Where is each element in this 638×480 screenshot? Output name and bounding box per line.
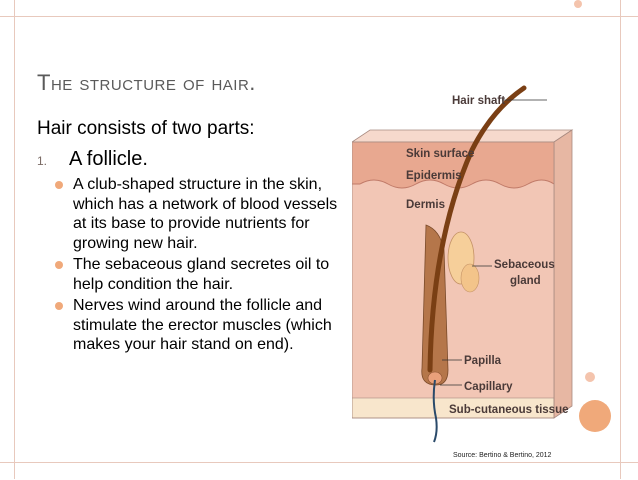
label-papilla: Papilla (464, 355, 502, 367)
skin-block-top (352, 129, 574, 143)
label-skin-surface: Skin surface (406, 148, 474, 160)
bullet-list: A club-shaped structure in the skin, whi… (37, 175, 342, 355)
frame-line-bottom (0, 462, 638, 463)
numbered-item: 1. A follicle. (37, 148, 342, 171)
sebaceous-gland-lobe (460, 263, 480, 293)
label-epidermis: Epidermis (406, 170, 462, 182)
label-dermis: Dermis (406, 199, 445, 211)
label-hair-shaft: Hair shaft (452, 95, 505, 107)
bullet-text: The sebaceous gland secretes oil to help… (73, 256, 330, 293)
bullet-dot-icon (55, 181, 63, 189)
label-capillary: Capillary (464, 381, 513, 393)
epidermis-layer (352, 142, 554, 188)
slide-body: Hair consists of two parts: 1. A follicl… (37, 118, 342, 357)
slide-title-text: The structure of hair (37, 70, 250, 95)
decor-circle-small (585, 372, 595, 382)
bullet-text: Nerves wind around the follicle and stim… (73, 297, 332, 353)
hair-structure-diagram: Hair shaft Skin surface Epidermis Dermis… (352, 85, 574, 443)
bullet-item: Nerves wind around the follicle and stim… (47, 296, 342, 355)
label-sebaceous-1: Sebaceous (494, 259, 555, 271)
intro-text: Hair consists of two parts: (37, 118, 255, 139)
hair-shaft (427, 85, 527, 373)
bullet-dot-icon (55, 261, 63, 269)
bullet-dot-icon (55, 302, 63, 310)
skin-block-side (553, 129, 573, 419)
item-number: 1. (37, 154, 48, 168)
frame-line-left (14, 0, 15, 479)
bullet-text: A club-shaped structure in the skin, whi… (73, 176, 338, 252)
label-subcutaneous: Sub-cutaneous tissue (449, 404, 569, 416)
frame-line-right (620, 0, 621, 479)
capillary-line (432, 379, 438, 443)
skin-block-outline (352, 141, 555, 419)
source-citation: Source: Bertino & Bertino, 2012 (453, 452, 552, 459)
bullet-item: The sebaceous gland secretes oil to help… (47, 255, 342, 294)
slide-title-dot: . (249, 70, 256, 95)
decor-circle-top (574, 0, 582, 8)
label-sebaceous-2: gland (510, 275, 541, 287)
item-text: A follicle. (69, 148, 148, 170)
bullet-item: A club-shaped structure in the skin, whi… (47, 175, 342, 253)
slide-title: The structure of hair. (37, 70, 256, 96)
decor-circle-large (579, 400, 611, 432)
frame-line-top (0, 16, 638, 17)
